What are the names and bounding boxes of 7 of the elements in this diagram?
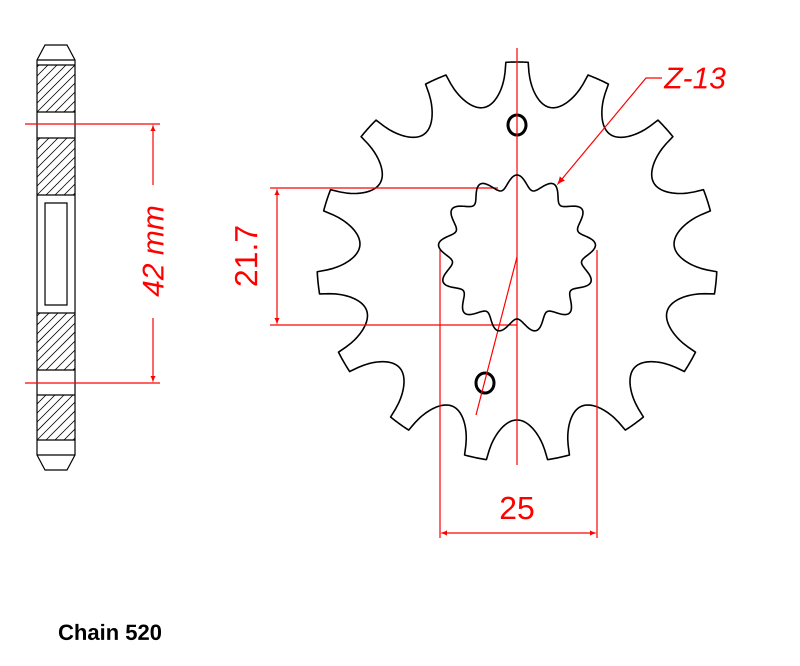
dimension-label: 21.7	[234, 224, 258, 288]
dimension-label: 25	[498, 496, 536, 520]
leader-line	[558, 77, 662, 184]
chain-label: Chain 520	[57, 622, 163, 642]
callout-label: Z-13	[664, 67, 726, 89]
dimension-label: 42 mm	[142, 204, 164, 298]
spline-bore-drawing	[438, 174, 596, 332]
